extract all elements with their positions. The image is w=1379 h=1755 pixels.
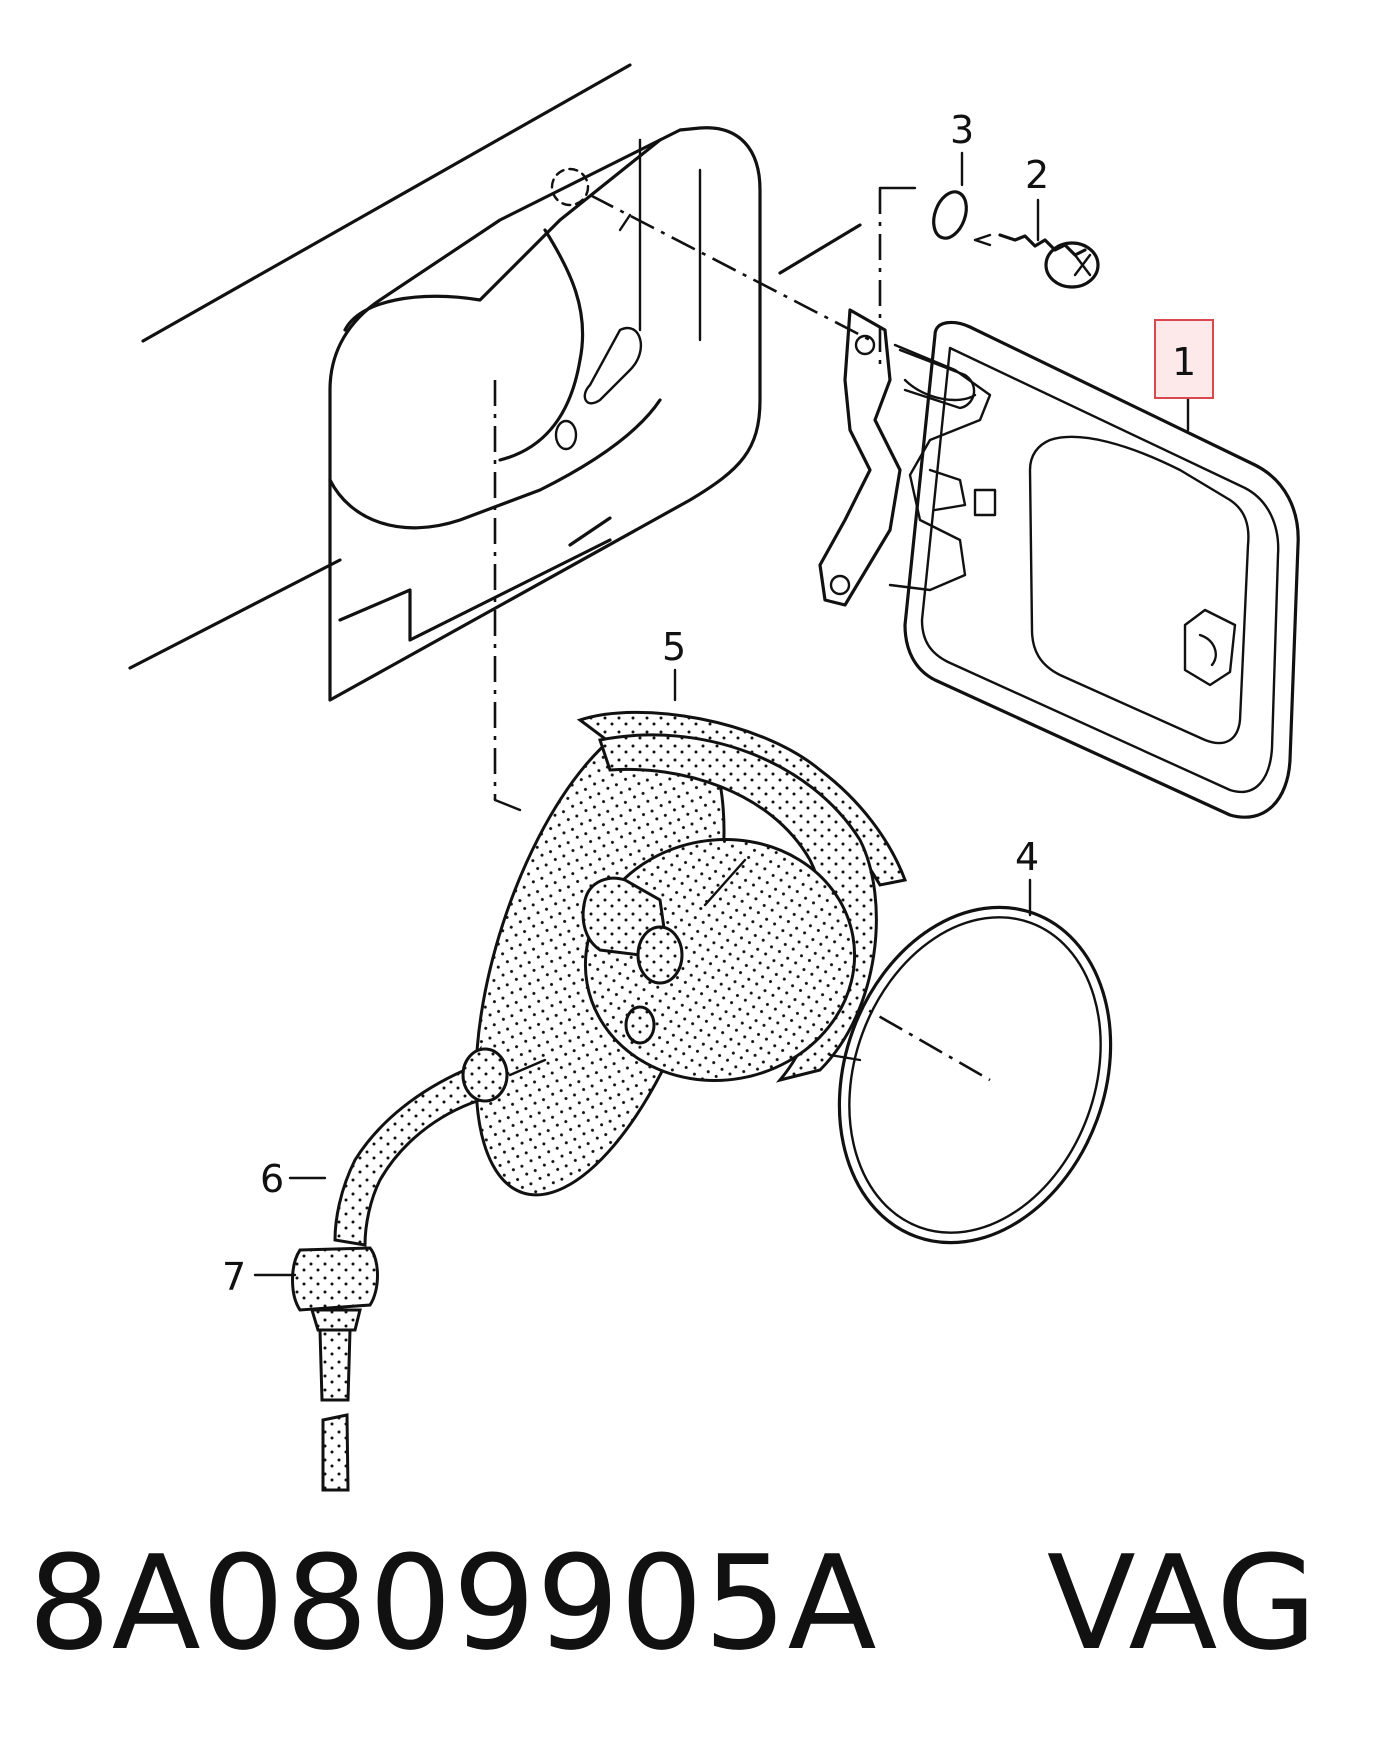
callout-4: 4 [1015, 835, 1039, 879]
callout-6: 6 [260, 1157, 284, 1201]
fuel-flap [903, 320, 1300, 819]
filler-neck-housing [474, 710, 908, 1197]
leader-lines [253, 151, 1190, 1277]
highlight-box [1154, 319, 1214, 399]
filler-housing [328, 126, 762, 702]
washer [932, 190, 968, 240]
callout-1: 1 [1172, 340, 1196, 384]
callout-3: 3 [950, 108, 974, 152]
drain-hose [333, 1045, 547, 1247]
body-panel [128, 63, 862, 670]
callout-5: 5 [662, 625, 686, 669]
grommet [291, 1246, 379, 1492]
callout-2: 2 [1025, 153, 1049, 197]
o-ring [828, 905, 1113, 1245]
callout-7: 7 [222, 1255, 246, 1299]
part-number-caption: 8A0809905A VAG [28, 1527, 1318, 1679]
hinge-bracket [818, 308, 997, 607]
screw [973, 233, 1100, 289]
